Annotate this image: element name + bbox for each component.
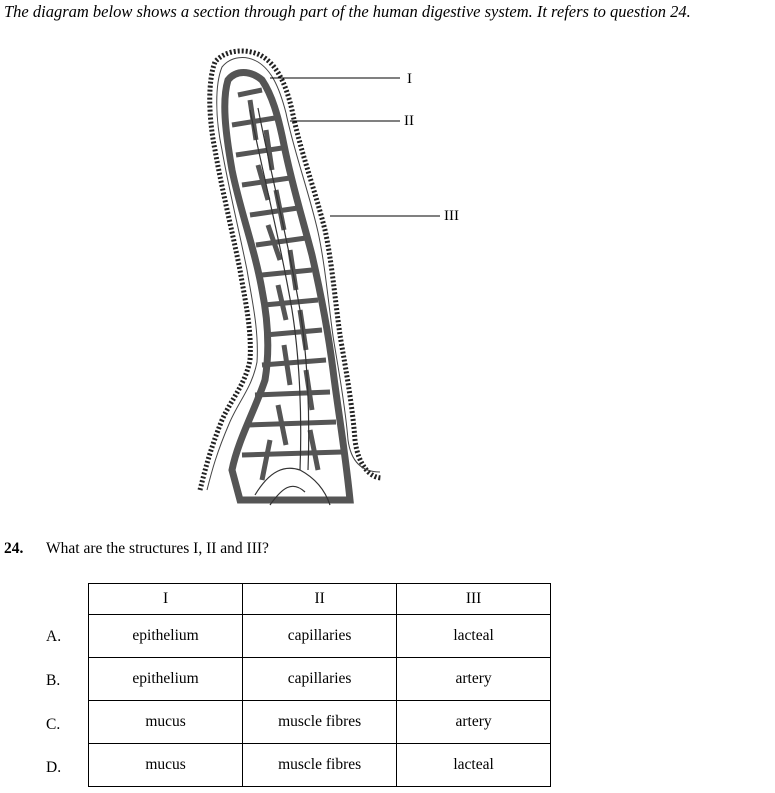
option-letter-c: C. — [46, 716, 61, 733]
table-row: epithelium capillaries artery — [87, 657, 551, 701]
diagram-label-III: III — [444, 208, 459, 224]
table-cell: mucus — [87, 700, 244, 744]
table-cell: artery — [396, 657, 551, 701]
lacteal-vessel — [249, 109, 302, 471]
villus-epithelium-outline — [197, 48, 383, 491]
option-letter-b: B. — [46, 672, 61, 689]
diagram-label-II: II — [404, 113, 414, 129]
table-cell: muscle fibres — [242, 700, 398, 744]
table-header-row: I II III — [87, 583, 551, 615]
option-letter-a: A. — [46, 628, 62, 645]
table-cell: capillaries — [242, 614, 398, 658]
villus-diagram — [197, 48, 440, 506]
diagram-label-I: I — [407, 71, 412, 87]
table-cell: muscle fibres — [242, 743, 398, 787]
table-cell: artery — [396, 700, 551, 744]
table-row: epithelium capillaries lacteal — [87, 614, 551, 658]
header-III: III — [396, 583, 551, 615]
question-text: What are the structures I, II and III? — [46, 540, 269, 557]
capillary-network — [221, 69, 354, 504]
header-I: I — [87, 583, 244, 615]
header-II: II — [242, 583, 398, 615]
intro-text: The diagram below shows a section throug… — [4, 2, 691, 21]
table-cell: epithelium — [87, 657, 244, 701]
table-cell: capillaries — [242, 657, 398, 701]
table-cell: mucus — [87, 743, 244, 787]
question-number: 24. — [4, 540, 24, 557]
table-cell: epithelium — [87, 614, 244, 658]
answer-table: I II III epithelium capillaries lacteal … — [87, 583, 551, 787]
table-row: mucus muscle fibres artery — [87, 700, 551, 744]
option-letter-d: D. — [46, 759, 62, 776]
table-cell: lacteal — [396, 743, 551, 787]
table-row: mucus muscle fibres lacteal — [87, 743, 551, 787]
table-cell: lacteal — [396, 614, 551, 658]
